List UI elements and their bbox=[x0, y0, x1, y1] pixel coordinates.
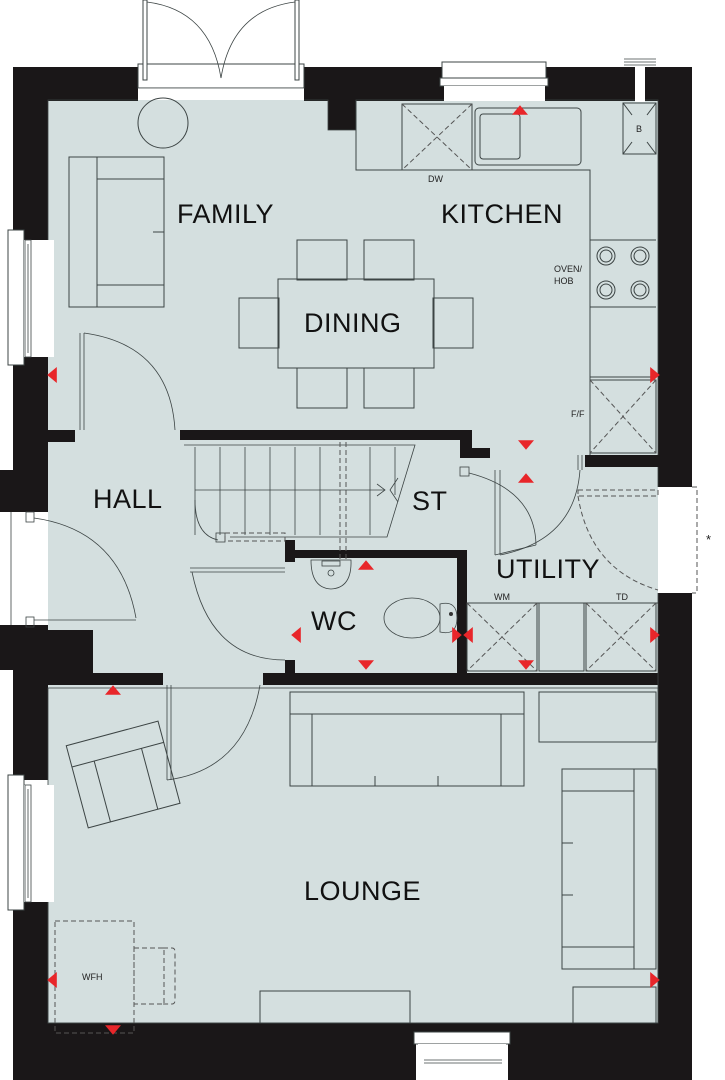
room-label-wc: WC bbox=[311, 606, 357, 636]
fridge-freezer: F/F bbox=[571, 379, 657, 454]
front-door bbox=[10, 511, 137, 628]
socket-marker-icon bbox=[650, 972, 660, 988]
socket-marker-icon bbox=[650, 367, 660, 383]
socket-marker-icon bbox=[358, 560, 374, 570]
svg-text:HOB: HOB bbox=[554, 276, 574, 286]
svg-text:WFH: WFH bbox=[82, 972, 103, 982]
oven-hob: OVEN/ HOB bbox=[554, 246, 650, 300]
svg-text:DW: DW bbox=[428, 174, 443, 184]
utility-doors bbox=[459, 455, 583, 556]
svg-text:B: B bbox=[636, 124, 642, 134]
tv-unit bbox=[259, 990, 411, 1024]
sofa-lounge-right bbox=[561, 768, 657, 970]
socket-marker-icon bbox=[105, 1025, 121, 1035]
boiler-flue bbox=[624, 58, 656, 102]
sofa-lounge bbox=[289, 691, 525, 787]
internal-walls bbox=[48, 430, 658, 685]
socket-marker-icon bbox=[452, 627, 462, 643]
lounge-window-bottom bbox=[413, 1031, 511, 1080]
sofa-family bbox=[68, 156, 165, 308]
wfh-desk: WFH bbox=[54, 920, 176, 1034]
side-table bbox=[572, 986, 657, 1024]
plant-pot bbox=[137, 97, 189, 149]
socket-marker-icon bbox=[291, 627, 301, 643]
room-label-kitchen: KITCHEN bbox=[441, 199, 563, 229]
staircase: ST bbox=[184, 442, 448, 560]
kitchen: DW B OVEN/ HOB F/F bbox=[355, 100, 657, 455]
wash-basin bbox=[310, 559, 352, 590]
utility-optional-door bbox=[577, 486, 698, 594]
socket-marker-icon bbox=[518, 473, 534, 483]
family-room: FAMILY bbox=[68, 97, 274, 308]
outer-walls bbox=[0, 67, 692, 1080]
room-label-lounge: LOUNGE bbox=[304, 876, 421, 906]
kitchen-sink bbox=[474, 107, 582, 166]
svg-text:TD: TD bbox=[616, 592, 628, 602]
room-label-hall: HALL bbox=[93, 484, 163, 514]
kitchen-window bbox=[439, 61, 549, 101]
armchair bbox=[65, 720, 181, 829]
socket-marker-icon bbox=[47, 972, 57, 988]
socket-marker-icon bbox=[47, 367, 57, 383]
room-label-store: ST bbox=[412, 486, 448, 516]
socket-marker-icon bbox=[105, 685, 121, 695]
socket-marker-icon bbox=[518, 440, 534, 450]
french-doors bbox=[137, 0, 305, 100]
socket-marker-icon bbox=[512, 105, 528, 115]
room-label-utility: UTILITY bbox=[496, 554, 600, 584]
lounge: WFH LOUNGE bbox=[54, 691, 657, 1034]
side-unit bbox=[538, 691, 657, 743]
svg-text:WM: WM bbox=[494, 592, 510, 602]
boiler: B bbox=[622, 102, 657, 155]
dining-table: DINING bbox=[238, 239, 474, 409]
socket-marker-icon bbox=[463, 627, 473, 643]
hall: HALL bbox=[79, 332, 286, 781]
socket-marker-icon bbox=[518, 660, 534, 670]
wc: WC bbox=[310, 559, 458, 639]
room-label-dining: DINING bbox=[304, 308, 402, 338]
svg-text:OVEN/: OVEN/ bbox=[554, 264, 583, 274]
svg-text:F/F: F/F bbox=[571, 409, 585, 419]
lounge-window bbox=[7, 774, 54, 911]
dishwasher: DW bbox=[401, 103, 473, 184]
socket-marker-icon bbox=[650, 627, 660, 643]
power-sockets bbox=[47, 105, 660, 1035]
optional-door-marker: * bbox=[706, 532, 711, 547]
toilet bbox=[383, 597, 458, 639]
socket-marker-icon bbox=[358, 660, 374, 670]
room-label-family: FAMILY bbox=[177, 199, 274, 229]
family-window bbox=[7, 229, 54, 366]
utility: WM TD UTILITY * bbox=[466, 532, 711, 672]
